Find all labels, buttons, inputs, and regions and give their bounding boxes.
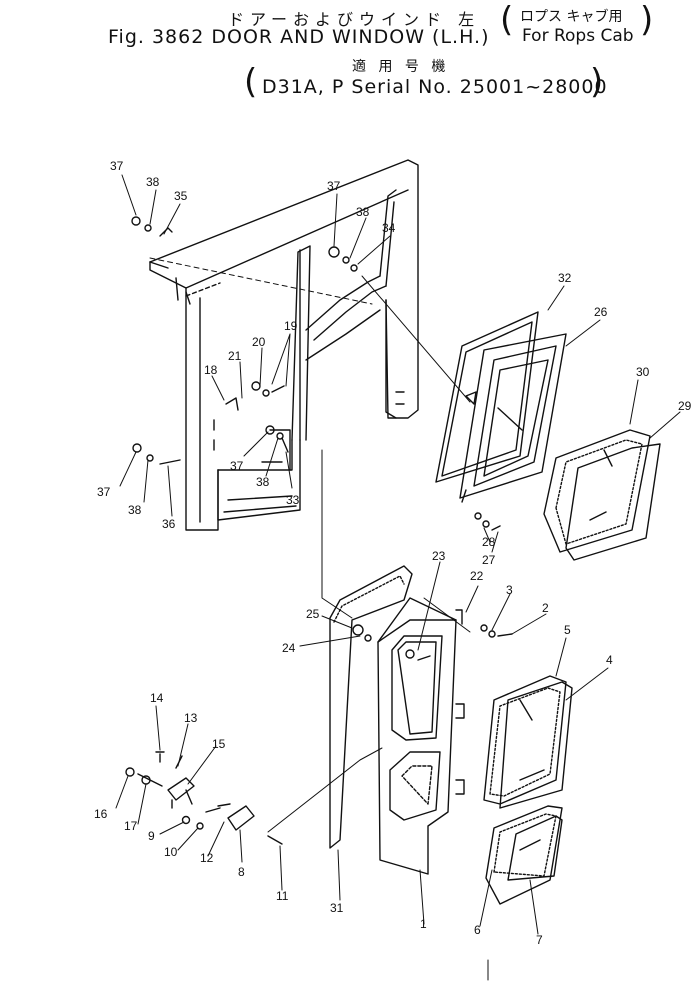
part-label-18: 18: [204, 363, 218, 377]
upper-window-pane: [543, 429, 661, 561]
part-label-37b: 37: [327, 179, 341, 193]
part-label-33: 33: [286, 493, 300, 507]
serial-bracket-left: (: [244, 62, 258, 102]
part-label-3: 3: [506, 583, 513, 597]
part-label-37c: 37: [230, 459, 244, 473]
part-label-37d: 37: [97, 485, 111, 499]
part-label-13: 13: [184, 711, 198, 725]
latch-assembly: [125, 751, 283, 845]
part-label-4: 4: [606, 653, 613, 667]
serial-range: D31A, P Serial No. 25001~28000: [262, 76, 608, 98]
part-label-12: 12: [200, 851, 214, 865]
part-label-21: 21: [228, 349, 242, 363]
upper-window-assembly: [435, 311, 567, 503]
serial-bracket-right: ): [590, 62, 604, 102]
part-label-34: 34: [382, 221, 396, 235]
part-label-38d: 38: [128, 503, 142, 517]
part-label-24: 24: [282, 641, 296, 655]
part-label-1: 1: [420, 917, 427, 931]
part-label-27: 27: [482, 553, 496, 567]
part-label-19: 19: [284, 319, 298, 333]
part-label-32: 32: [558, 271, 572, 285]
part-label-25: 25: [306, 607, 320, 621]
part-label-2: 2: [542, 601, 549, 615]
leader-lines: [115, 174, 681, 981]
part-label-8: 8: [238, 865, 245, 879]
part-label-31: 31: [330, 901, 344, 915]
part-label-16: 16: [94, 807, 108, 821]
cab-frame: [149, 159, 419, 531]
japanese-applicable-label: 適 用 号 機: [352, 59, 450, 75]
bracket-right: ): [640, 0, 654, 40]
part-label-38c: 38: [256, 475, 270, 489]
part-label-22: 22: [470, 569, 484, 583]
part-label-10: 10: [164, 845, 178, 859]
part-label-5: 5: [564, 623, 571, 637]
assembly-guide-lines: [149, 257, 471, 833]
part-label-11: 11: [276, 889, 289, 903]
japanese-title: ドアーおよびウインド 左: [228, 10, 481, 29]
cab-note: For Rops Cab: [522, 26, 634, 46]
part-label-23: 23: [432, 549, 446, 563]
part-label-26: 26: [594, 305, 608, 319]
part-label-17: 17: [124, 819, 138, 833]
part-label-38b: 38: [356, 205, 370, 219]
part-label-28: 28: [482, 535, 496, 549]
part-label-36: 36: [162, 517, 176, 531]
japanese-cab-note: ロプス キャブ用: [520, 9, 623, 25]
door-seal: [329, 565, 413, 849]
part-number-labels: 37 38 35 37 38 34 32 26 30 29 19 20 21 1…: [94, 159, 692, 947]
part-label-14: 14: [150, 691, 164, 705]
fasteners: [131, 216, 513, 661]
lower-window-upper-pane: [483, 675, 573, 809]
part-label-29: 29: [678, 399, 692, 413]
part-label-7: 7: [536, 933, 543, 947]
part-label-37a: 37: [110, 159, 124, 173]
lower-window-lower-pane: [485, 805, 563, 905]
part-label-38a: 38: [146, 175, 160, 189]
part-label-15: 15: [212, 737, 226, 751]
door-panel: [377, 597, 465, 875]
figure-title: Fig. 3862 DOOR AND WINDOW (L.H.): [108, 26, 490, 48]
part-label-9: 9: [148, 829, 155, 843]
part-label-20: 20: [252, 335, 266, 349]
part-label-35: 35: [174, 189, 188, 203]
bracket-left: (: [500, 0, 514, 40]
part-label-6: 6: [474, 923, 481, 937]
part-label-30: 30: [636, 365, 650, 379]
